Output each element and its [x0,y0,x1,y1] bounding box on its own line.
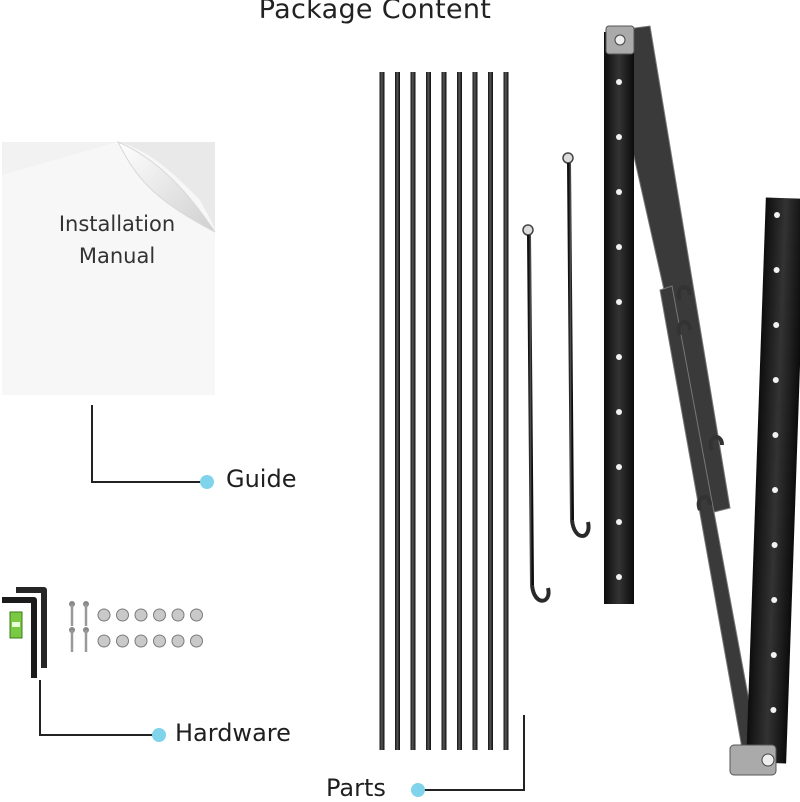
rail-hole [616,519,622,525]
bubble-level-icon [9,611,23,639]
bolt [190,634,203,648]
rod [379,72,385,750]
rail-hole [773,322,780,328]
rod [395,72,400,750]
guide-label: Guide [226,465,297,493]
rail-hole [772,432,779,438]
bolt [190,608,203,622]
page-title: Package Content [258,0,492,25]
rail-hole [770,652,777,658]
mounting-rail-icon [604,25,731,604]
bolt [97,608,111,622]
hook-rod-icon [522,152,591,603]
parts-label: Parts [326,774,386,802]
guide-callout [91,405,214,489]
rail-hole [616,354,622,360]
rod [441,72,447,750]
rail-hole [771,542,778,548]
rail-hole [616,244,622,250]
rail-hole [772,487,778,493]
manual-title: Installation Manual [58,212,176,268]
rod [472,72,478,750]
rod [488,72,493,750]
bolt [97,634,111,648]
hex-wrench-icon [2,587,47,678]
bolt [153,608,166,622]
rail-hole [616,134,622,140]
rail-hole [616,409,622,415]
installation-manual [2,140,216,395]
rods-icon [379,72,509,750]
rail-hole [616,79,622,85]
rail-hole [616,574,622,580]
bolt [134,634,148,648]
rail-hole [616,299,622,305]
rod [426,72,431,750]
rod [410,72,416,750]
rail-hole [770,707,777,713]
bolt [171,634,185,648]
bolt [171,608,185,622]
mounting-rail-icon [659,197,800,776]
rail-hole [616,464,622,470]
rail-hole [772,377,779,383]
hardware-callout [39,680,166,742]
rod [457,72,462,750]
rail-hole [774,212,780,218]
screws-icon [69,601,203,652]
bolt [116,634,129,648]
rail-hole [616,189,622,195]
hardware-label: Hardware [175,719,291,747]
bolt [134,608,148,622]
parts-callout [411,715,525,797]
bolt [153,634,166,648]
rod [503,72,509,750]
bolt [116,608,129,622]
rail-hole [773,267,780,273]
rail-hole [771,597,778,603]
